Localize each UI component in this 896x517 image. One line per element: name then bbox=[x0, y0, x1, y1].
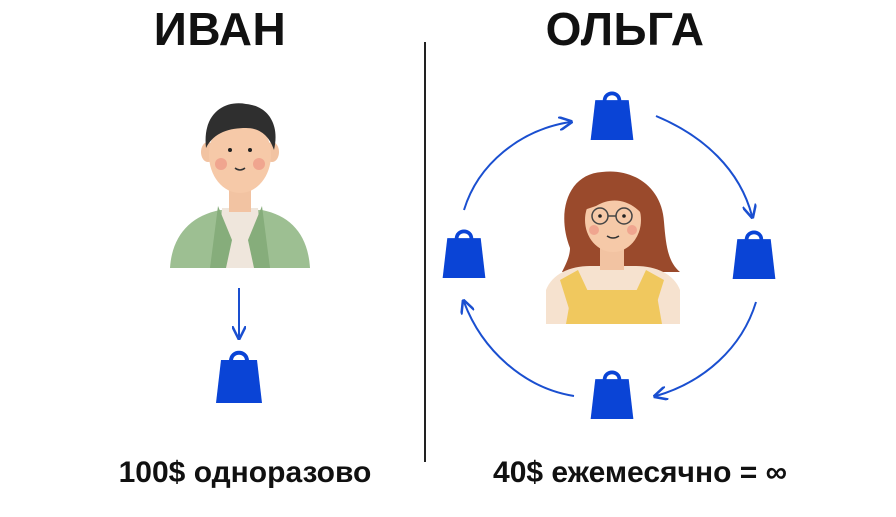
shopping-bag-icon bbox=[731, 230, 777, 279]
cycle-arrow-icon bbox=[655, 115, 752, 216]
woman-avatar bbox=[546, 171, 680, 324]
man-avatar bbox=[170, 103, 310, 268]
cycle-arrow-icon bbox=[463, 122, 570, 211]
shopping-bag-icon bbox=[441, 229, 487, 278]
ivan-caption: 100$ одноразово bbox=[118, 456, 372, 489]
cycle-arrow-icon bbox=[464, 302, 575, 397]
olga-title: ОЛЬГА bbox=[545, 3, 705, 55]
center-divider bbox=[424, 42, 426, 462]
ivan-title: ИВАН bbox=[153, 3, 287, 55]
olga-caption: 40$ ежемесячно = ∞ bbox=[493, 456, 787, 489]
shopping-bag-icon bbox=[216, 350, 262, 403]
shopping-bag-icon bbox=[589, 91, 635, 140]
cycle-arrow-icon bbox=[656, 301, 757, 396]
shopping-bag-icon bbox=[589, 370, 635, 419]
